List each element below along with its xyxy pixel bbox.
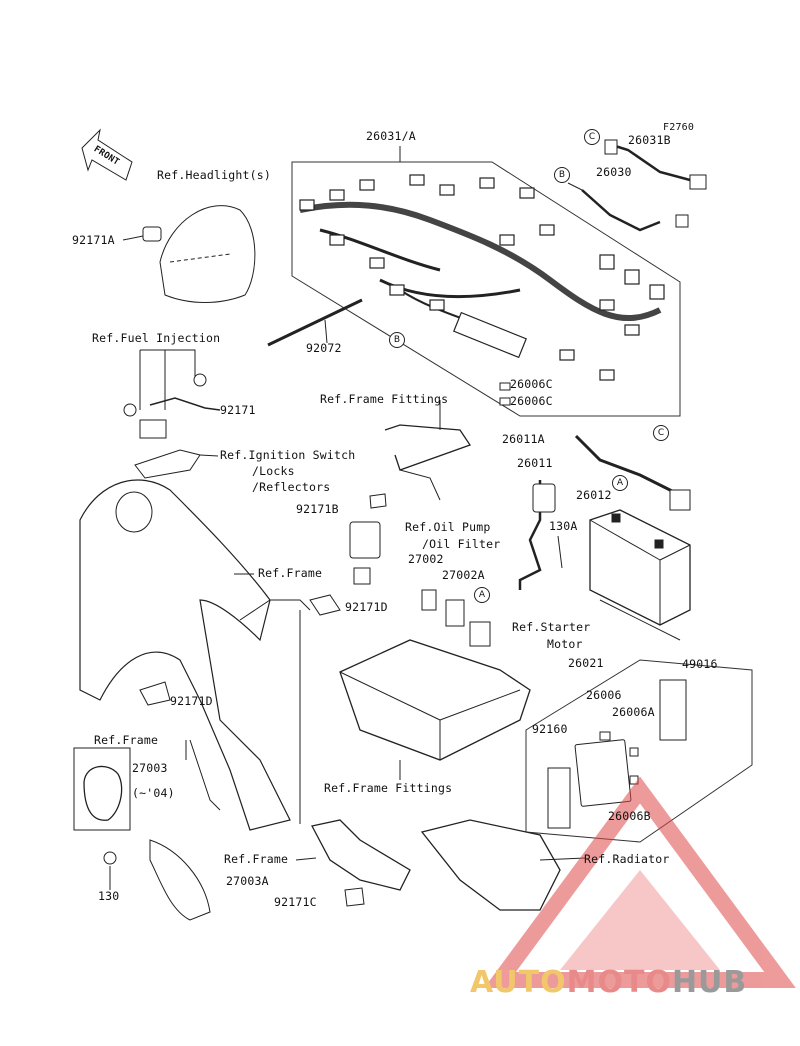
harness-26030-icon bbox=[581, 189, 661, 232]
ref-oil-filter: /Oil Filter bbox=[422, 537, 501, 551]
part-27003A: 27003A bbox=[226, 874, 269, 888]
ecu-icon bbox=[574, 739, 632, 807]
ref-frame-1: Ref.Frame bbox=[258, 566, 323, 580]
part-27002A: 27002A bbox=[442, 568, 485, 582]
diagram-code: F2760 bbox=[663, 122, 695, 133]
part-26006B: 26006B bbox=[608, 809, 651, 823]
battery-icon bbox=[589, 509, 691, 626]
ref-frame-fittings-bottom: Ref.Frame Fittings bbox=[324, 781, 453, 795]
watermark-part-3: HUB bbox=[671, 965, 748, 1000]
part-26030: 26030 bbox=[596, 165, 632, 179]
ref-frame-fittings-top: Ref.Frame Fittings bbox=[320, 392, 449, 406]
watermark-part-2: MOTO bbox=[566, 965, 672, 1000]
main-harness-icon bbox=[299, 201, 662, 321]
part-26006C-1: 26006C bbox=[510, 377, 553, 391]
part-92072: 92072 bbox=[306, 341, 342, 355]
part-26031B: 26031B bbox=[628, 133, 671, 147]
ref-oil-pump: Ref.Oil Pump bbox=[405, 520, 491, 534]
callout-B-top: B bbox=[554, 167, 570, 183]
part-26006: 26006 bbox=[586, 688, 622, 702]
watermark-text: AUTOMOTOHUB bbox=[470, 965, 747, 1000]
callout-B-mid: B bbox=[389, 332, 405, 348]
ref-headlight: Ref.Headlight(s) bbox=[157, 168, 271, 182]
horn-bracket-icon bbox=[149, 839, 211, 921]
ref-fuel-injection: Ref.Fuel Injection bbox=[92, 331, 221, 345]
part-26031A: 26031/A bbox=[366, 129, 416, 143]
part-92171C: 92171C bbox=[274, 895, 317, 909]
harness-26031B-icon bbox=[611, 143, 691, 182]
callout-C-bottom: C bbox=[653, 425, 669, 441]
ref-frame-3: Ref.Frame bbox=[224, 852, 289, 866]
model-year-note: (~'04) bbox=[132, 786, 175, 800]
part-130A: 130A bbox=[549, 519, 578, 533]
headlight-icon bbox=[159, 205, 256, 303]
part-26011: 26011 bbox=[517, 456, 553, 470]
part-26021: 26021 bbox=[568, 656, 604, 670]
ref-ignition-switch: Ref.Ignition Switch bbox=[220, 448, 356, 462]
part-27002: 27002 bbox=[408, 552, 444, 566]
callout-A-top: A bbox=[612, 475, 628, 491]
ref-ignition-reflectors: /Reflectors bbox=[252, 480, 331, 494]
callout-C-top: C bbox=[584, 129, 600, 145]
part-130: 130 bbox=[98, 889, 120, 903]
callout-A-mid: A bbox=[474, 587, 490, 603]
ref-starter: Ref.Starter bbox=[512, 620, 591, 634]
part-92171D-1: 92171D bbox=[345, 600, 388, 614]
horn-icon bbox=[83, 765, 123, 821]
ref-starter-motor: Motor bbox=[547, 637, 583, 651]
part-26012: 26012 bbox=[576, 488, 612, 502]
harness-box bbox=[291, 161, 681, 417]
part-92160: 92160 bbox=[532, 722, 568, 736]
cable-tie-icon bbox=[267, 298, 363, 347]
part-27003: 27003 bbox=[132, 761, 168, 775]
part-49016: 49016 bbox=[682, 657, 718, 671]
watermark-part-1: AUTO bbox=[470, 965, 567, 1000]
battery-case-icon bbox=[339, 639, 531, 761]
front-arrow-icon bbox=[81, 128, 133, 181]
ref-frame-2: Ref.Frame bbox=[94, 733, 159, 747]
frame-icon bbox=[79, 479, 291, 831]
part-26011A: 26011A bbox=[502, 432, 545, 446]
radiator-cover-icon bbox=[420, 819, 561, 911]
watermark-logo-icon bbox=[484, 776, 796, 988]
part-92171: 92171 bbox=[220, 403, 256, 417]
part-92171B: 92171B bbox=[296, 502, 339, 516]
part-26006A: 26006A bbox=[612, 705, 655, 719]
part-26006C-2: 26006C bbox=[510, 394, 553, 408]
ref-ignition-locks: /Locks bbox=[252, 464, 295, 478]
part-92171D-2: 92171D bbox=[170, 694, 213, 708]
part-92171A: 92171A bbox=[72, 233, 115, 247]
ref-radiator: Ref.Radiator bbox=[584, 852, 670, 866]
